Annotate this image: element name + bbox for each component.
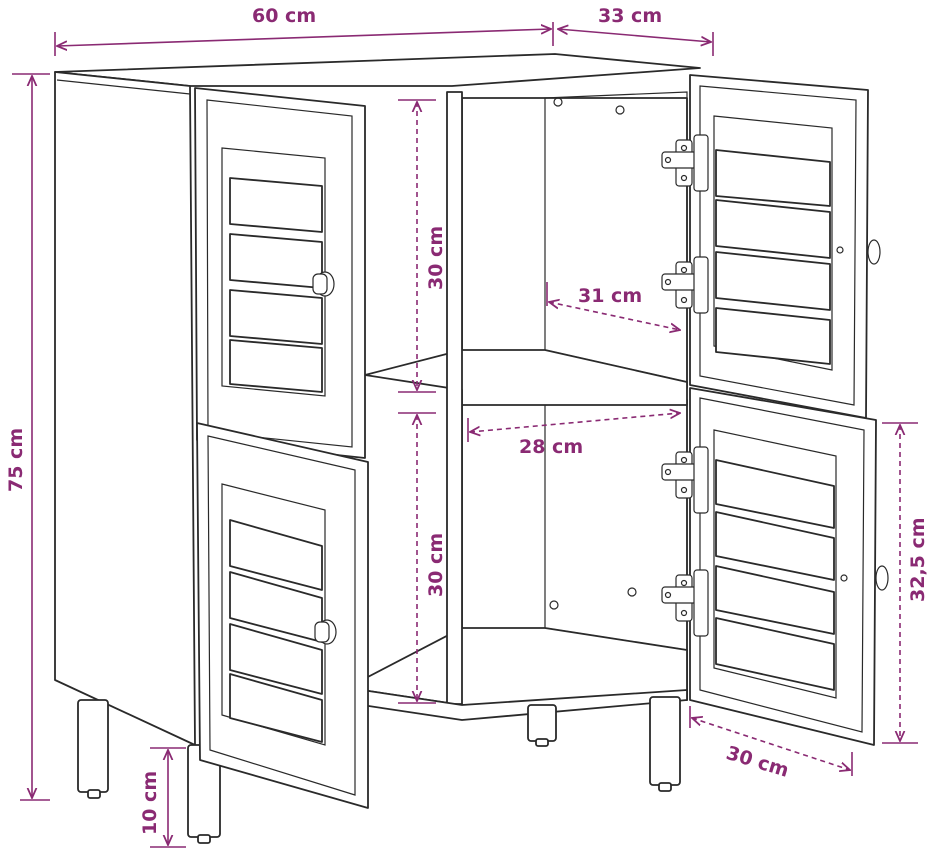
label-leg-height: 10 cm xyxy=(139,771,161,835)
dimension-line-inner-width xyxy=(470,413,680,432)
label-inner-width: 28 cm xyxy=(519,436,583,458)
door-upper-left xyxy=(194,87,366,459)
door-lower-left xyxy=(196,422,369,809)
hinge-3 xyxy=(661,446,709,514)
leg-front-right xyxy=(649,696,681,786)
dimension-line-width xyxy=(57,29,551,46)
dimension-line-door-width xyxy=(692,718,850,770)
cabinet-side-panel xyxy=(54,71,196,746)
label-door-height: 32,5 cm xyxy=(907,517,929,602)
dimension-line-depth xyxy=(558,29,711,42)
door-upper-right xyxy=(689,74,881,419)
knob-upper-right xyxy=(867,239,881,265)
label-lower-shelf-height: 30 cm xyxy=(425,533,447,597)
hinge-1 xyxy=(661,134,709,192)
dimension-annotations: 60 cm 33 cm 75 cm 30 cm 30 cm 31 cm 28 c… xyxy=(5,5,929,848)
back-panel-upper xyxy=(461,97,688,389)
label-depth: 33 cm xyxy=(598,5,662,27)
cabinet-legs xyxy=(77,696,681,844)
hinge-4 xyxy=(661,569,709,637)
door-lower-right xyxy=(689,387,889,746)
hinges xyxy=(661,134,709,637)
center-divider xyxy=(446,91,463,705)
leg-front-left xyxy=(77,699,109,793)
label-upper-shelf-height: 30 cm xyxy=(425,226,447,290)
label-inner-depth: 31 cm xyxy=(578,285,642,307)
label-height: 75 cm xyxy=(5,428,27,492)
label-width: 60 cm xyxy=(252,5,316,27)
cabinet-body xyxy=(54,53,701,746)
knob-lower-right xyxy=(875,565,889,591)
leg-back-center xyxy=(527,704,557,742)
dimension-line-inner-depth xyxy=(549,302,680,330)
